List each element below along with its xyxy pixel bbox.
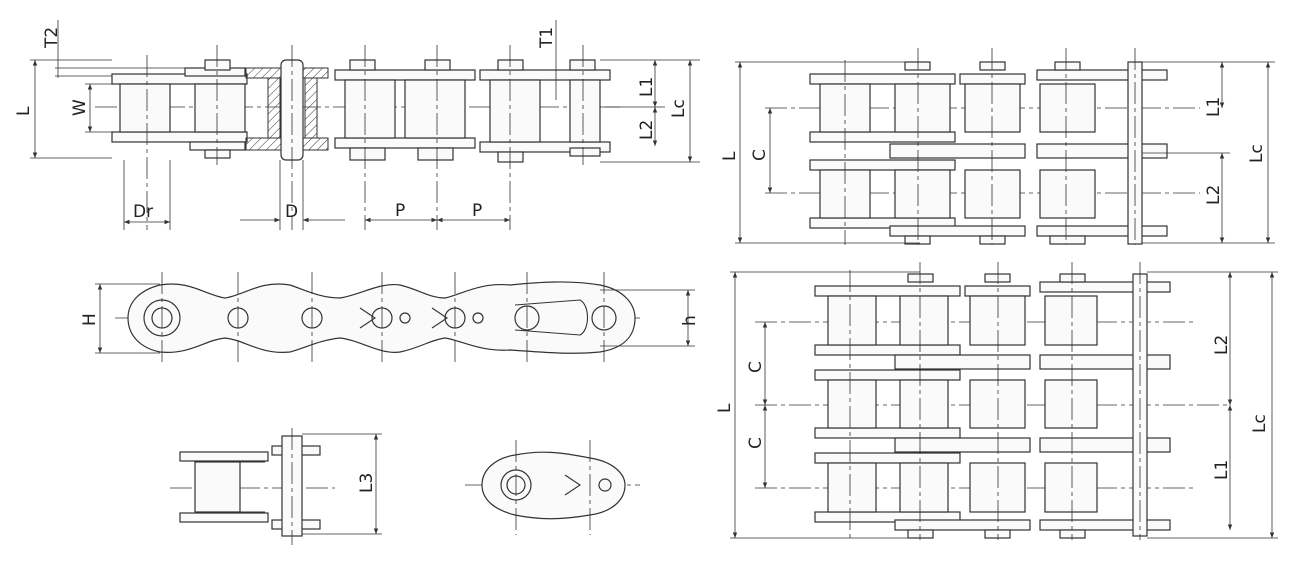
label-L1-duplex: L1 — [1204, 97, 1224, 117]
label-H: H — [80, 313, 100, 326]
label-Lc-simplex: Lc — [669, 99, 689, 118]
label-C-triplex-2: C — [746, 437, 766, 449]
label-L2-triplex: L2 — [1212, 335, 1232, 355]
label-Lc-triplex: Lc — [1250, 414, 1270, 433]
label-h: h — [680, 315, 700, 326]
simplex-top-view: L T2 W T1 L1 L2 Lc Dr D P — [14, 20, 700, 230]
label-P-1: P — [395, 201, 405, 221]
label-P-2: P — [472, 201, 482, 221]
chain-side-view: H h — [80, 272, 700, 362]
label-L3: L3 — [357, 473, 377, 493]
label-W: W — [70, 99, 90, 116]
duplex-top-view: L C L1 L2 Lc — [720, 48, 1275, 245]
label-Lc-duplex: Lc — [1247, 144, 1267, 163]
label-L1-triplex: L1 — [1212, 460, 1232, 480]
label-L1-simplex: L1 — [637, 77, 657, 97]
triplex-top-view: L C C L2 L1 Lc — [715, 262, 1278, 540]
label-D: D — [285, 202, 298, 222]
label-T2: T2 — [42, 27, 62, 49]
label-C-duplex: C — [750, 149, 770, 161]
offset-link-view — [465, 440, 640, 535]
connecting-link-view: L3 — [170, 428, 382, 545]
label-L-triplex: L — [715, 403, 735, 413]
label-T1: T1 — [537, 27, 557, 49]
label-Dr: Dr — [133, 202, 153, 222]
label-C-triplex-1: C — [746, 361, 766, 373]
label-L-duplex: L — [720, 151, 740, 161]
label-L2-simplex: L2 — [637, 120, 657, 140]
label-L-simplex: L — [14, 106, 34, 116]
label-L2-duplex: L2 — [1204, 185, 1224, 205]
